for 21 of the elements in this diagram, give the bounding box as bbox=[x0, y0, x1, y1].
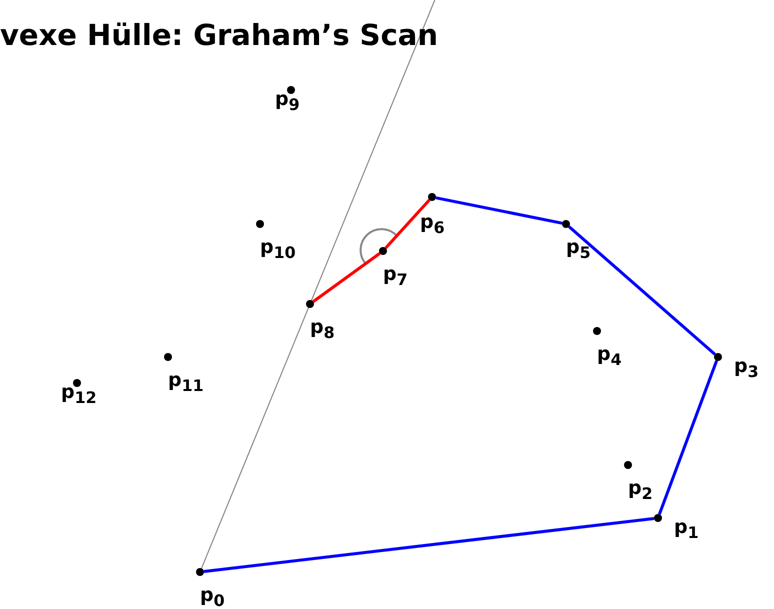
hull-segment bbox=[312, 252, 381, 303]
point-label: p$_{9}$ bbox=[275, 90, 300, 113]
point-label: p$_{4}$ bbox=[597, 345, 622, 368]
hull-segment bbox=[568, 226, 716, 356]
point-label: p$_{6}$ bbox=[420, 213, 445, 236]
point-label: p$_{2}$ bbox=[628, 479, 653, 502]
point-label: p$_{0}$ bbox=[200, 586, 225, 609]
hull-segment bbox=[658, 360, 718, 515]
point-label: p$_{11}$ bbox=[168, 371, 204, 394]
point-label: p$_{1}$ bbox=[674, 518, 699, 541]
hull-segment bbox=[384, 198, 430, 250]
point-label: p$_{7}$ bbox=[383, 265, 408, 288]
hull-segment bbox=[436, 196, 562, 225]
point-label: p$_{3}$ bbox=[734, 357, 759, 380]
point-label: p$_{10}$ bbox=[260, 238, 296, 261]
point-label: p$_{12}$ bbox=[61, 383, 97, 406]
reference-line bbox=[201, 0, 436, 569]
diagram-title: vexe Hülle: Graham’s Scan bbox=[0, 18, 438, 52]
point-label: p$_{8}$ bbox=[310, 318, 335, 341]
point-label: p$_{5}$ bbox=[566, 238, 591, 261]
hull-segment bbox=[204, 516, 654, 574]
